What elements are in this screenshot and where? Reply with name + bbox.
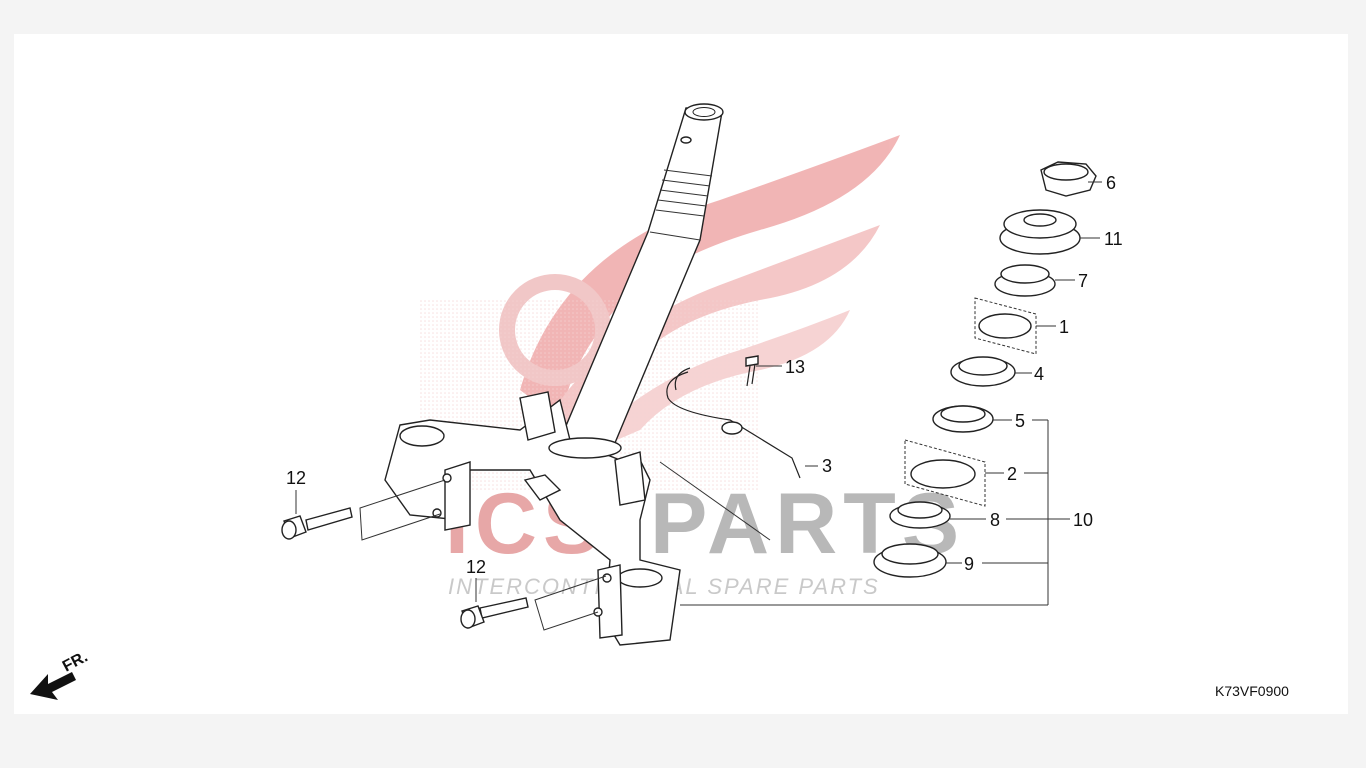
leader-lines bbox=[295, 181, 1102, 631]
callout-11: 11 bbox=[1104, 229, 1123, 249]
callout-12-upper: 12 bbox=[286, 468, 306, 488]
callout-1: 1 bbox=[1059, 317, 1069, 337]
steering-stem bbox=[559, 103, 724, 451]
callout-13: 13 bbox=[785, 357, 805, 377]
callout-6: 6 bbox=[1106, 173, 1116, 193]
callout-4: 4 bbox=[1034, 364, 1044, 384]
lock-nut-6 bbox=[1040, 161, 1097, 197]
pinch-bolt-upper bbox=[281, 507, 353, 540]
cone-race-8 bbox=[889, 501, 951, 529]
bolt-13 bbox=[745, 355, 759, 387]
callout-3: 3 bbox=[822, 456, 832, 476]
callout-2: 2 bbox=[1007, 464, 1017, 484]
callouts: 6 11 7 1 4 5 2 8 10 9 3 13 12 12 bbox=[286, 173, 1123, 577]
adjusting-nut-11 bbox=[999, 209, 1081, 255]
callout-9: 9 bbox=[964, 554, 974, 574]
ball-race-4 bbox=[950, 356, 1016, 387]
callout-10: 10 bbox=[1073, 510, 1093, 530]
callout-7: 7 bbox=[1078, 271, 1088, 291]
ball-race-5 bbox=[932, 405, 994, 433]
diagram-code: K73VF0900 bbox=[1215, 683, 1289, 699]
callout-8: 8 bbox=[990, 510, 1000, 530]
cable-guide bbox=[666, 367, 801, 479]
bottom-bridge bbox=[384, 391, 681, 646]
dust-seal-9 bbox=[873, 543, 947, 578]
callout-12-lower: 12 bbox=[466, 557, 486, 577]
callout-5: 5 bbox=[1015, 411, 1025, 431]
steel-ball-2 bbox=[904, 439, 986, 507]
pinch-bolt-lower bbox=[460, 597, 529, 629]
cone-race-7 bbox=[994, 264, 1056, 297]
steel-ball-1 bbox=[974, 297, 1037, 355]
